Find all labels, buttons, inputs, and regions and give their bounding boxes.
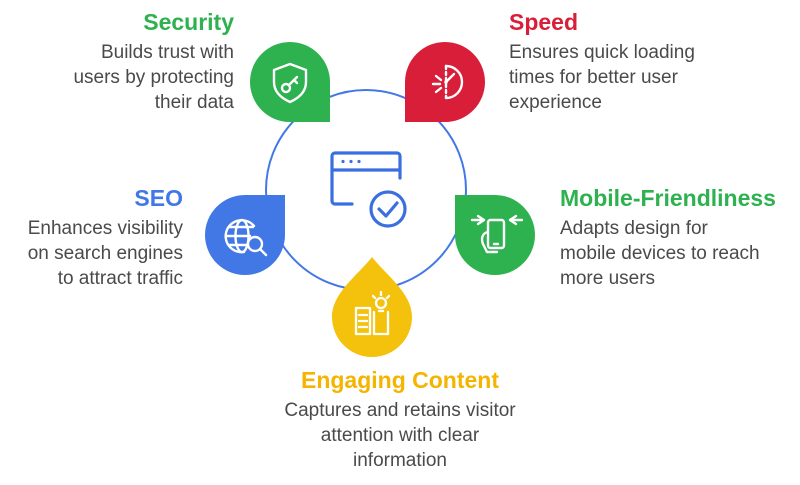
content-teardrop bbox=[332, 257, 412, 357]
seo-title: SEO bbox=[134, 185, 183, 211]
speed-title: Speed bbox=[509, 9, 579, 35]
browser-check-icon bbox=[330, 151, 407, 228]
mobile-teardrop bbox=[455, 195, 535, 275]
content-title: Engaging Content bbox=[300, 367, 500, 393]
content-label: Engaging Content Captures and retains vi… bbox=[220, 366, 580, 473]
speedometer-icon bbox=[431, 64, 464, 100]
mobile-title: Mobile-Friendliness bbox=[560, 185, 776, 211]
security-title: Security bbox=[143, 9, 234, 35]
content-node bbox=[332, 257, 412, 357]
security-node bbox=[250, 42, 330, 122]
shield-key-icon bbox=[272, 62, 308, 104]
security-teardrop bbox=[250, 42, 330, 122]
seo-node bbox=[205, 195, 285, 275]
mobile-node bbox=[455, 195, 535, 275]
globe-search-icon bbox=[224, 218, 268, 257]
book-idea-icon bbox=[354, 290, 391, 336]
mobile-hand-icon bbox=[470, 214, 524, 254]
speed-node bbox=[405, 42, 485, 122]
